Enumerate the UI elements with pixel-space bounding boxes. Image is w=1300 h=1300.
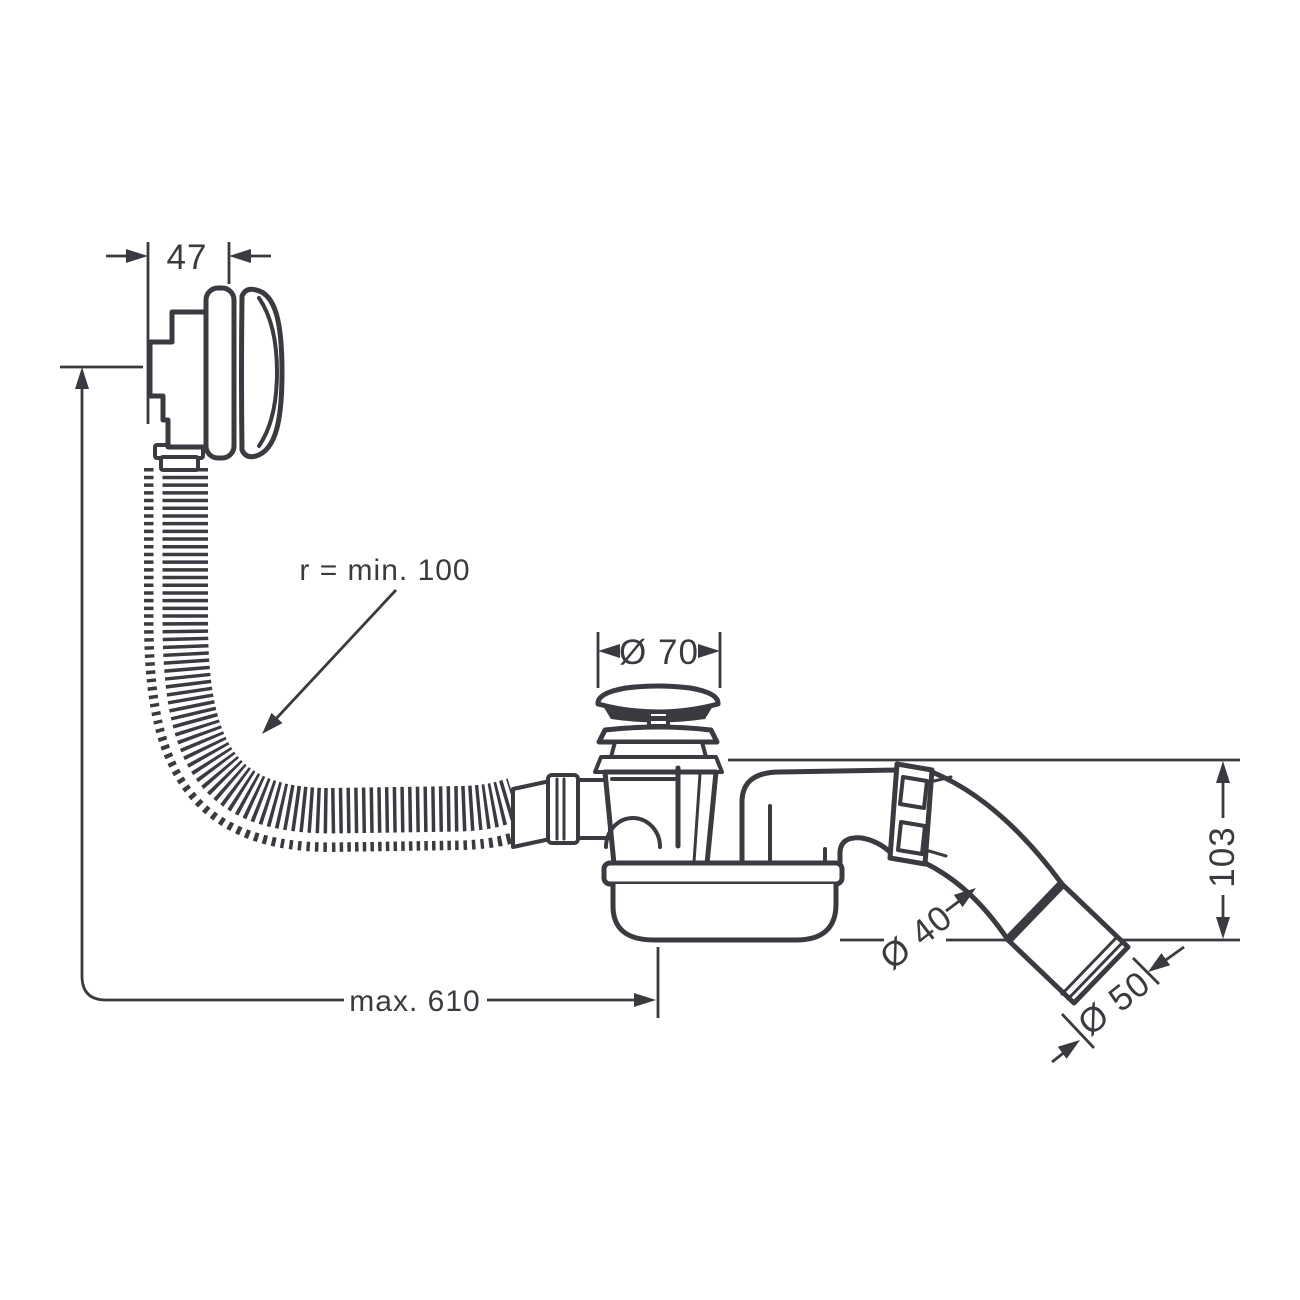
nut-tick xyxy=(927,849,948,858)
elbow-inner xyxy=(837,835,893,869)
socket-band xyxy=(1004,880,1066,944)
arrowhead-down-left xyxy=(1148,953,1171,972)
trap-cup xyxy=(610,881,839,943)
callout-bend-radius: r = min. 100 xyxy=(262,554,470,734)
trap-rim-band xyxy=(601,860,845,887)
body-band xyxy=(609,740,708,759)
socket-rim-line xyxy=(1066,941,1124,1001)
nut-window-upper xyxy=(898,775,929,810)
arrowhead-left xyxy=(229,249,251,263)
waste-drain-unit xyxy=(511,683,724,867)
elbow-outer xyxy=(739,767,900,869)
ext-tick xyxy=(1132,957,1160,985)
arrowhead-up-right xyxy=(953,888,976,908)
overflow-unit xyxy=(147,285,285,472)
body-inner-right-wall xyxy=(692,772,702,864)
nut-window-lower xyxy=(896,820,927,856)
check-valve-dome xyxy=(604,816,662,849)
dimension-pipe-diameter: Ø 40 xyxy=(873,888,976,977)
overflow-cap-inner-curve xyxy=(257,296,280,448)
overflow-body xyxy=(147,309,210,450)
dimension-plug-diameter: Ø 70 xyxy=(596,632,722,688)
trap-siphon xyxy=(601,767,900,943)
hose-cone-fitting xyxy=(511,779,552,849)
label-plug-diameter: Ø 70 xyxy=(619,633,699,672)
arrowhead-up xyxy=(1216,761,1230,783)
dimension-max-length: max. 610 xyxy=(60,365,660,1018)
label-bend-radius: r = min. 100 xyxy=(299,554,470,587)
overflow-ring xyxy=(203,285,237,461)
label-overflow-depth: 47 xyxy=(167,238,208,277)
arrowhead-left xyxy=(598,644,620,658)
pipe-top-edge xyxy=(929,769,1065,887)
arrowhead-right xyxy=(126,249,148,263)
arrowhead-down xyxy=(1216,917,1230,939)
plug-stem-band xyxy=(649,716,668,721)
label-outlet-height: 103 xyxy=(1203,826,1242,887)
flexible-hose xyxy=(144,468,527,853)
hose-highlight-stripe xyxy=(153,468,516,843)
label-max-length: max. 610 xyxy=(349,985,480,1018)
overflow-hose-collar-lower xyxy=(159,455,200,472)
outlet-pipe-assembly xyxy=(887,761,1131,1006)
ext-tick xyxy=(1060,1013,1096,1049)
socket-rim-line xyxy=(1060,936,1118,996)
arrowhead-right xyxy=(634,993,656,1007)
height-dim-line xyxy=(80,388,344,1002)
dimension-overflow-depth: 47 xyxy=(106,238,271,424)
arrowhead-down-left xyxy=(262,712,283,734)
strainer-flange xyxy=(596,724,720,745)
dimension-outlet-height: 103 xyxy=(1203,761,1242,939)
leader-line xyxy=(271,589,398,723)
arrowhead-right xyxy=(698,644,720,658)
arrowhead-up xyxy=(75,367,89,389)
leader-line xyxy=(1162,945,1185,964)
arrowhead-up-right xyxy=(1057,1040,1080,1059)
